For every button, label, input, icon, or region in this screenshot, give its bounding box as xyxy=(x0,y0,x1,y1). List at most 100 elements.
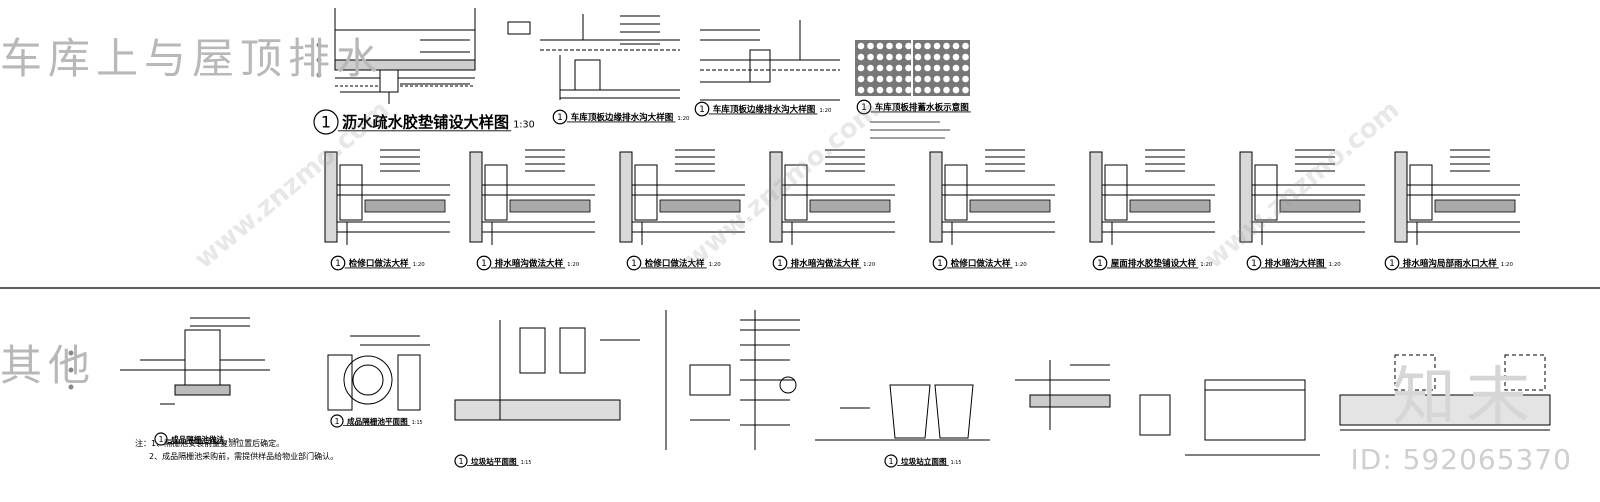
board-cell xyxy=(867,86,874,94)
board-cell xyxy=(962,53,969,61)
board-cell xyxy=(952,42,960,50)
note-line-2: 2、成品隔栅池采购前，需提供样品给物业部门确认。 xyxy=(149,452,339,461)
board-cell xyxy=(857,86,865,94)
board-cell xyxy=(895,86,903,94)
board-cell xyxy=(914,86,922,94)
detail-number-circle xyxy=(1384,255,1400,271)
detail-number-circle xyxy=(476,255,492,271)
bottom-row-label-2: 1 成品隔栅池平面图 1:15 xyxy=(330,414,423,428)
watermark-logo: 知末 xyxy=(1392,361,1540,435)
board-cell xyxy=(867,75,874,83)
board-cell xyxy=(867,64,874,72)
detail-number-circle xyxy=(154,432,168,446)
board-cell xyxy=(914,75,922,83)
section-title-top: 车库上与屋顶排水 xyxy=(0,34,385,83)
detail-number: 1 xyxy=(321,113,331,132)
board-cell xyxy=(876,86,884,94)
board-cell xyxy=(895,53,903,61)
board-cell xyxy=(905,53,912,61)
board-cell xyxy=(933,64,941,72)
row2-detail-7 xyxy=(1239,149,1365,245)
board-cell xyxy=(886,75,893,83)
detail-title: 排水暗沟大样图 xyxy=(1265,257,1325,269)
board-cell xyxy=(876,75,884,83)
board-cell xyxy=(924,64,931,72)
detail-scale: 1:15 xyxy=(951,460,962,466)
detail-title: 垃圾站平面图 xyxy=(471,456,517,466)
detail-title: 排水暗沟做法大样 xyxy=(495,257,564,269)
detail-number-circle xyxy=(1246,255,1262,271)
board-cell xyxy=(857,64,865,72)
detail-title: 车库顶板排蓄水板示意图 xyxy=(875,101,969,113)
detail-title: 检修口做法大样 xyxy=(349,257,409,269)
detail-roof-edge-gutter-2 xyxy=(700,20,840,101)
board-cell xyxy=(914,42,922,50)
detail-scale: 1:15 xyxy=(228,438,239,444)
detail-title: 成品隔栅池平面图 xyxy=(347,416,408,426)
detail-number: 1 xyxy=(334,417,339,426)
detail-scale: 1:20 xyxy=(1200,262,1213,268)
drainage-board-notes xyxy=(870,121,950,139)
detail-title: 检修口做法大样 xyxy=(645,257,705,269)
board-cell xyxy=(867,42,874,50)
board-cell xyxy=(876,42,884,50)
detail-scale: 1:15 xyxy=(521,460,532,466)
detail-number: 1 xyxy=(888,457,893,466)
detail-grease-trap-section xyxy=(120,317,270,405)
board-cell xyxy=(857,53,865,61)
board-cell xyxy=(943,64,950,72)
board-cell xyxy=(952,86,960,94)
detail-number-circle xyxy=(313,109,339,135)
detail-scale: 1:20 xyxy=(567,262,580,268)
board-cell xyxy=(933,53,941,61)
detail-number: 1 xyxy=(1389,259,1395,269)
detail-scale: 1:20 xyxy=(1015,262,1028,268)
board-cell xyxy=(905,42,912,50)
detail-title: 垃圾站立面图 xyxy=(901,456,947,466)
detail-scale: 1:20 xyxy=(1501,262,1514,268)
row2-detail-8 xyxy=(1394,149,1520,245)
notes-block: 注：1、隔栅池安装前量复测位置后确定。 2、成品隔栅池采购前，需提供样品给物业部… xyxy=(135,437,338,463)
detail-misc-1 xyxy=(1015,354,1551,456)
detail-number-circle xyxy=(330,414,344,428)
detail-number: 1 xyxy=(631,259,637,269)
board-cell xyxy=(924,86,931,94)
detail-number: 1 xyxy=(1251,259,1257,269)
board-cell xyxy=(933,75,941,83)
detail-number: 1 xyxy=(335,259,341,269)
detail-number: 1 xyxy=(158,435,163,444)
board-cell xyxy=(933,42,941,50)
bottom-row-label-4: 1 垃圾站立面图 1:15 xyxy=(884,454,962,468)
detail-scale: 1:15 xyxy=(412,420,423,426)
board-cell xyxy=(952,53,960,61)
detail-number-circle xyxy=(330,255,346,271)
row2-detail-2 xyxy=(469,149,595,245)
board-cell xyxy=(857,75,865,83)
row2-detail-3 xyxy=(619,149,745,245)
title-dots xyxy=(68,42,322,390)
board-cell xyxy=(886,42,893,50)
detail-title: 排水暗沟做法大样 xyxy=(791,257,860,269)
detail-number-circle xyxy=(552,109,568,125)
detail-scale: 1:20 xyxy=(677,116,690,122)
detail-title: 检修口做法大样 xyxy=(951,257,1011,269)
detail-number: 1 xyxy=(937,259,943,269)
board-cell xyxy=(952,64,960,72)
board-cell xyxy=(905,64,912,72)
detail-number-circle xyxy=(932,255,948,271)
board-cell xyxy=(895,64,903,72)
board-cell xyxy=(876,53,884,61)
board-cell xyxy=(924,75,931,83)
board-cell xyxy=(914,53,922,61)
